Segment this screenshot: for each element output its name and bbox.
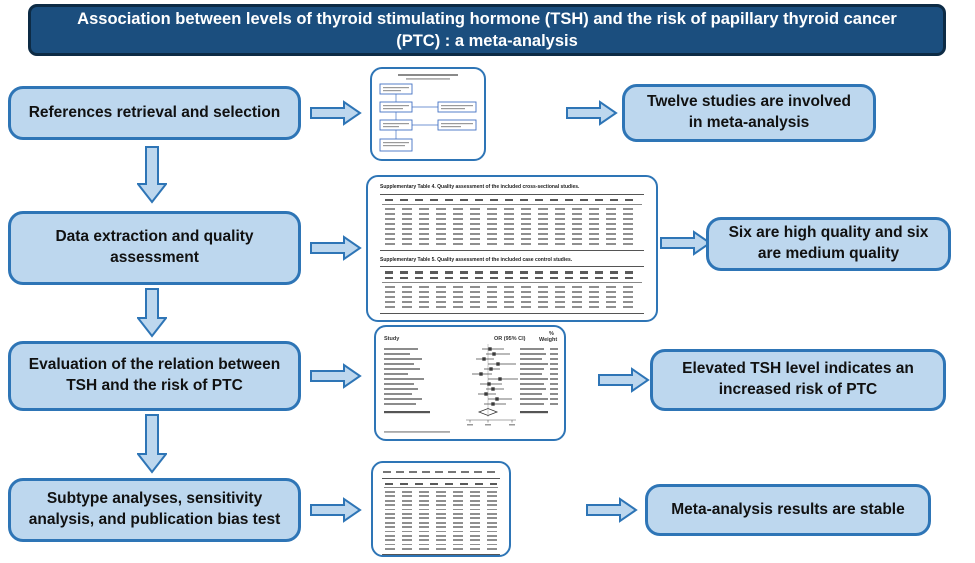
table-row-placeholder (385, 237, 639, 240)
prisma-boxes (379, 83, 477, 152)
thumbnail-quality-tables: Supplementary Table 4. Quality assessmen… (366, 175, 658, 322)
result-label: Elevated TSH level indicates an increase… (682, 360, 914, 398)
step-label: Subtype analyses, sensitivity analysis, … (28, 490, 281, 528)
table-row-placeholder (385, 212, 639, 215)
table-row-placeholder (385, 548, 497, 550)
step-label: References retrieval and selection (28, 103, 281, 121)
table-row-placeholder (385, 512, 497, 515)
arrow-right-icon (310, 363, 362, 389)
table-rule (382, 282, 642, 284)
prisma-connectors (395, 94, 438, 139)
result-box-stable-results: Meta-analysis results are stable (645, 484, 931, 536)
arrow-right-icon (566, 100, 618, 126)
arrow-down-icon (137, 414, 167, 474)
table-row-placeholder (385, 508, 497, 511)
prisma-text-lines (383, 87, 473, 147)
step-label: Evaluation of the relation between TSH a… (28, 356, 281, 394)
table-row-placeholder (385, 222, 639, 225)
table-row-placeholder (385, 534, 497, 537)
result-box-twelve-studies: Twelve studies are involved in meta-anal… (622, 84, 876, 142)
step-label: Data extraction and quality assessment (55, 228, 254, 266)
table-header-placeholder (385, 198, 639, 201)
forest-overall-diamond (384, 408, 548, 416)
thumbnail-prisma-flow-diagram (370, 67, 486, 161)
forest-col-weight: Weight (539, 337, 557, 343)
step-box-data-extraction: Data extraction and quality assessment (8, 211, 301, 285)
table-rule (382, 203, 642, 205)
arrow-right-icon (598, 367, 650, 393)
step-box-references-retrieval: References retrieval and selection (8, 86, 301, 140)
table-header-placeholder (385, 482, 497, 485)
table-header-placeholder (385, 271, 639, 274)
table-row-placeholder (385, 530, 497, 533)
step-box-evaluation-tsh-ptc: Evaluation of the relation between TSH a… (8, 341, 301, 411)
forest-note-line (384, 431, 450, 433)
table-row-placeholder (385, 227, 639, 230)
table-header-placeholder (385, 276, 639, 280)
table-row-placeholder (385, 499, 497, 502)
table-row-placeholder (385, 490, 497, 493)
table-row-placeholder (385, 504, 497, 506)
result-label: Six are high quality and six are medium … (728, 224, 929, 262)
table-row-placeholder (385, 301, 639, 304)
arrow-right-icon (310, 497, 362, 523)
table-row-placeholder (385, 286, 639, 289)
forest-plot-graphic: Study OR (95% CI) % Weight (384, 331, 558, 433)
table-row-placeholder (385, 539, 497, 542)
result-label: Meta-analysis results are stable (671, 500, 905, 518)
table-row-placeholder (385, 526, 497, 528)
table4-graphic (380, 193, 644, 251)
forest-plot-rows (384, 347, 558, 406)
prisma-flow-chart-graphic (379, 74, 477, 152)
table5-caption: Supplementary Table 5. Quality assessmen… (380, 256, 573, 263)
arrow-right-icon (660, 230, 712, 256)
table-row-placeholder (385, 521, 497, 524)
table-rule (384, 487, 498, 489)
forest-axis-labels (467, 424, 515, 426)
figure-title-banner: Association between levels of thyroid st… (28, 4, 946, 56)
result-box-quality: Six are high quality and six are medium … (706, 217, 951, 271)
thumbnail-forest-plot: Study OR (95% CI) % Weight (374, 325, 566, 441)
table-row-placeholder (385, 291, 639, 294)
forest-col-or: OR (95% CI) (494, 336, 526, 342)
table-row-placeholder (385, 232, 639, 235)
forest-axis (466, 419, 516, 423)
table-row-placeholder (385, 242, 639, 245)
result-label: Twelve studies are involved in meta-anal… (647, 93, 851, 131)
figure-title: Association between levels of thyroid st… (77, 9, 897, 50)
table-row-placeholder (385, 296, 639, 299)
table-row-placeholder (385, 495, 497, 498)
table-caption-placeholder (383, 471, 499, 473)
forest-col-study: Study (384, 336, 400, 342)
table-row-placeholder (385, 306, 639, 309)
table-row-placeholder (385, 517, 497, 520)
forest-col-weight-pct: % (549, 331, 554, 337)
step-box-subtype-sensitivity-bias: Subtype analyses, sensitivity analysis, … (8, 478, 301, 542)
table-row-placeholder (385, 207, 639, 210)
arrow-down-icon (137, 288, 167, 338)
table5-graphic (380, 266, 644, 315)
arrow-down-icon (137, 146, 167, 204)
arrow-right-icon (310, 100, 362, 126)
table4-caption: Supplementary Table 4. Quality assessmen… (380, 184, 580, 190)
thumbnail-subgroup-analysis-table (371, 461, 511, 557)
subgroup-table-graphic (382, 478, 500, 555)
arrow-right-icon (586, 497, 638, 523)
result-box-elevated-tsh: Elevated TSH level indicates an increase… (650, 349, 946, 411)
table-row-placeholder (385, 543, 497, 546)
table-row-placeholder (385, 217, 639, 220)
arrow-right-icon (310, 235, 362, 261)
